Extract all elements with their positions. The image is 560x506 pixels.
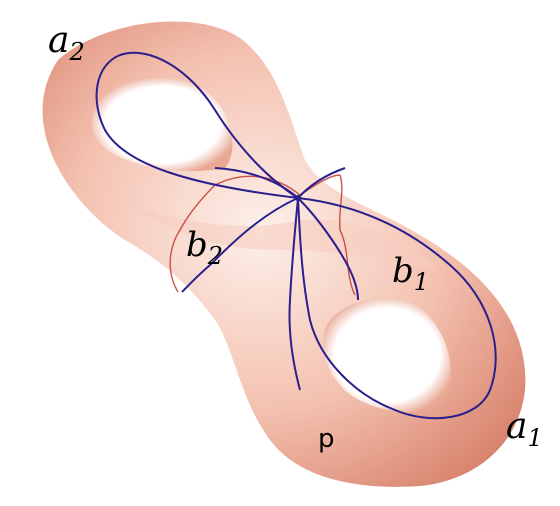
label-b2-sub: 2 — [207, 242, 223, 270]
basepoint-dot — [295, 195, 301, 201]
label-a2-sub: 2 — [68, 38, 84, 66]
label-a2: a2 — [48, 20, 85, 66]
label-p: p — [318, 424, 335, 454]
label-b1-sub: 1 — [414, 268, 429, 296]
label-a1: a1 — [506, 406, 543, 452]
label-a1-sub: 1 — [527, 424, 542, 452]
